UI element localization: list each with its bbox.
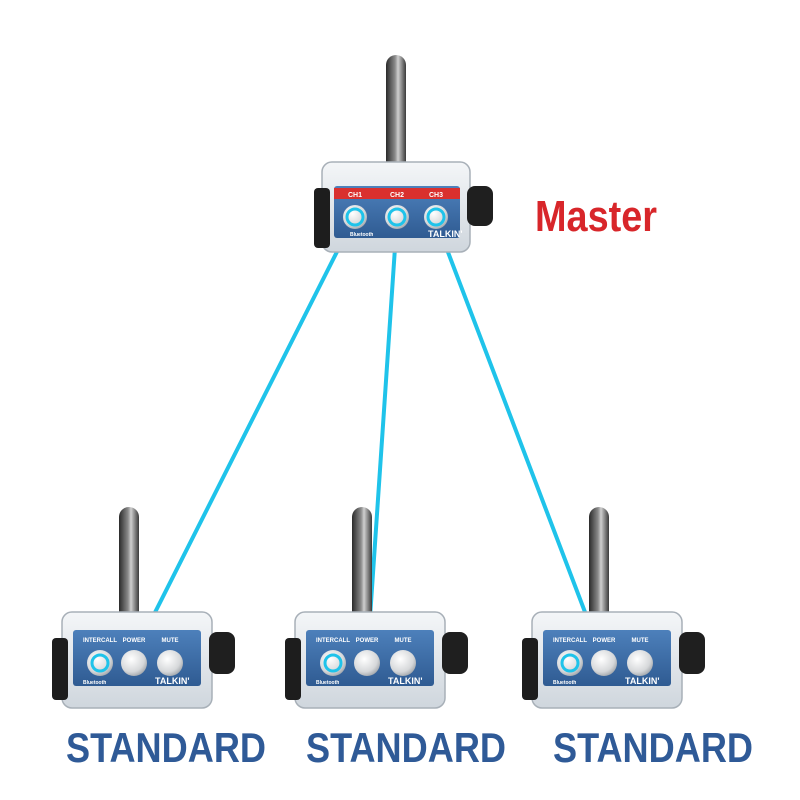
- antenna: [352, 507, 372, 642]
- channel-label: CH2: [390, 192, 404, 199]
- volume-knob: [679, 632, 705, 674]
- brand-label: TALKIN': [155, 676, 189, 686]
- button-label: POWER: [123, 638, 146, 644]
- intercall-button[interactable]: [557, 650, 583, 676]
- side-bracket: [522, 638, 538, 700]
- intercall-button[interactable]: [320, 650, 346, 676]
- channel-button-ch3[interactable]: [424, 205, 448, 229]
- bluetooth-label: Bluetooth: [83, 680, 106, 686]
- mute-button[interactable]: [390, 650, 416, 676]
- standard-label-1: STANDARD: [66, 724, 266, 771]
- standard-label-3: STANDARD: [553, 724, 753, 771]
- master-device: CH1 CH2 CH3 Bluetooth TALKIN': [314, 55, 493, 253]
- link-ch1-to-standard-1: [128, 216, 356, 664]
- mute-button[interactable]: [627, 650, 653, 676]
- button-label: POWER: [593, 638, 616, 644]
- side-bracket: [52, 638, 68, 700]
- power-button[interactable]: [591, 650, 617, 676]
- channel-button-ch1[interactable]: [343, 205, 367, 229]
- button-label: INTERCALL: [553, 638, 587, 644]
- button-label: MUTE: [162, 638, 179, 644]
- standard-label-2: STANDARD: [306, 724, 506, 771]
- standard-device-1: INTERCALL POWER MUTE Bluetooth TALKIN': [52, 507, 235, 709]
- mute-button[interactable]: [157, 650, 183, 676]
- bluetooth-label: Bluetooth: [350, 232, 373, 238]
- button-label: MUTE: [395, 638, 412, 644]
- intercall-button[interactable]: [87, 650, 113, 676]
- link-ch3-to-standard-3: [433, 216, 606, 664]
- bluetooth-label: Bluetooth: [316, 680, 339, 686]
- side-bracket: [314, 188, 330, 248]
- button-label: INTERCALL: [83, 638, 117, 644]
- brand-label: TALKIN': [625, 676, 659, 686]
- volume-knob: [467, 186, 493, 226]
- antenna: [386, 55, 406, 190]
- volume-knob: [442, 632, 468, 674]
- channel-bar: [334, 188, 460, 199]
- button-label: MUTE: [632, 638, 649, 644]
- channel-label: CH3: [429, 192, 443, 199]
- master-label: Master: [535, 192, 657, 241]
- channel-button-ch2[interactable]: [385, 205, 409, 229]
- brand-label: TALKIN': [388, 676, 422, 686]
- power-button[interactable]: [121, 650, 147, 676]
- volume-knob: [209, 632, 235, 674]
- antenna: [589, 507, 609, 642]
- brand-label: TALKIN': [428, 229, 462, 239]
- antenna: [119, 507, 139, 642]
- standard-device-2: INTERCALL POWER MUTE Bluetooth TALKIN': [285, 507, 468, 709]
- button-label: POWER: [356, 638, 379, 644]
- power-button[interactable]: [354, 650, 380, 676]
- bluetooth-label: Bluetooth: [553, 680, 576, 686]
- standard-device-3: INTERCALL POWER MUTE Bluetooth TALKIN': [522, 507, 705, 709]
- button-label: INTERCALL: [316, 638, 350, 644]
- side-bracket: [285, 638, 301, 700]
- channel-label: CH1: [348, 192, 362, 199]
